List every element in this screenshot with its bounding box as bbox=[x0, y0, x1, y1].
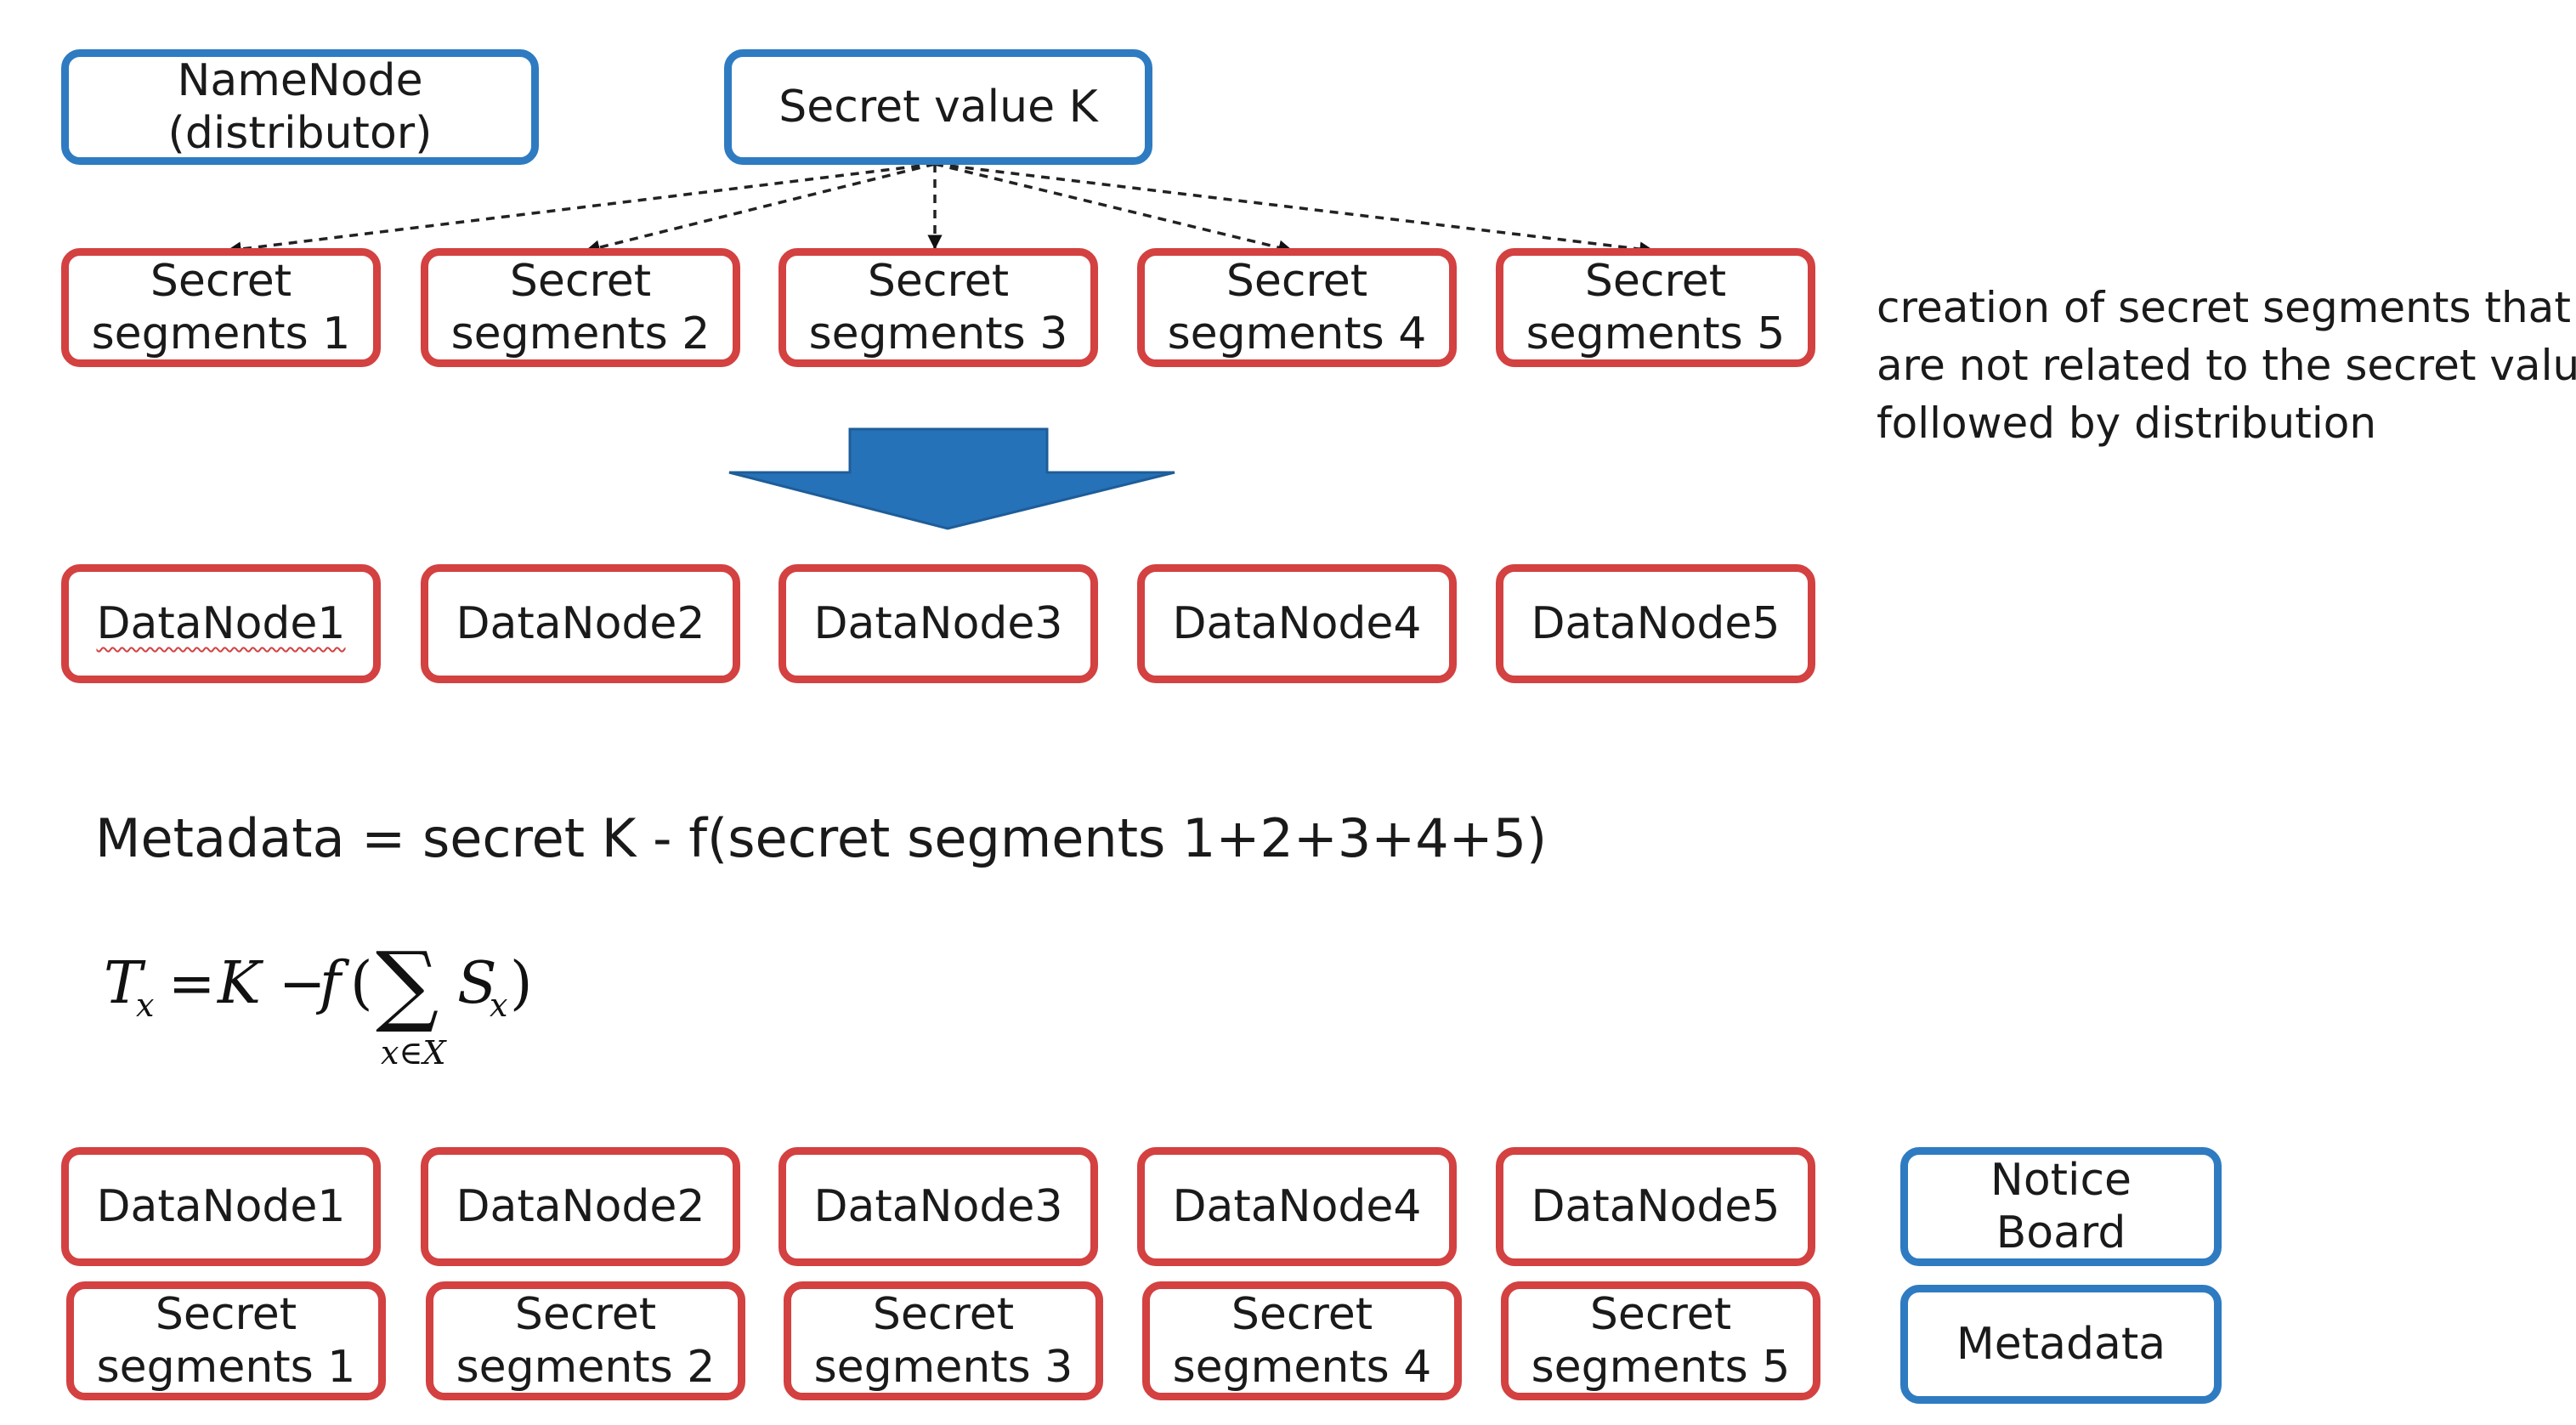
math-open-paren: ( bbox=[350, 950, 373, 1017]
segment-title: Secret bbox=[509, 256, 652, 307]
namenode-box: NameNode (distributor) bbox=[61, 49, 539, 165]
datanode-box: DataNode5 bbox=[1496, 1147, 1815, 1266]
datanode-label: DataNode4 bbox=[1172, 1181, 1422, 1232]
secret-value-label: Secret value K bbox=[778, 82, 1098, 133]
segment-title: Secret bbox=[867, 256, 1010, 307]
datanode-label: DataNode1 bbox=[96, 1181, 346, 1232]
metadata-label: Metadata bbox=[1956, 1319, 2166, 1370]
segment-title: Secret bbox=[1584, 256, 1727, 307]
segment-number: segments 5 bbox=[1531, 1342, 1791, 1393]
datanode-label: DataNode3 bbox=[813, 598, 1063, 649]
segment-number: segments 5 bbox=[1526, 308, 1786, 359]
datanode-label: DataNode1 bbox=[96, 598, 346, 649]
datanode-box: DataNode2 bbox=[421, 564, 740, 683]
datanode-box: DataNode1 bbox=[61, 564, 381, 683]
secret-segment-box: Secret segments 3 bbox=[778, 248, 1098, 367]
segment-number: segments 3 bbox=[813, 1342, 1073, 1393]
datanode-label: DataNode5 bbox=[1531, 1181, 1781, 1232]
datanode-box: DataNode2 bbox=[421, 1147, 740, 1266]
segment-number: segments 4 bbox=[1172, 1342, 1432, 1393]
dashed-arrow-to-segment-5 bbox=[934, 162, 1655, 257]
big-down-arrow bbox=[728, 427, 1175, 530]
secret-segment-box: Secret segments 5 bbox=[1501, 1281, 1820, 1400]
notice-board-box: Notice Board bbox=[1900, 1147, 2222, 1266]
namenode-sublabel: (distributor) bbox=[167, 108, 433, 159]
secret-segment-box: Secret segments 1 bbox=[61, 248, 381, 367]
secret-segment-box: Secret segments 2 bbox=[426, 1281, 745, 1400]
segment-title: Secret bbox=[150, 256, 292, 307]
segment-number: segments 3 bbox=[808, 308, 1068, 359]
segment-title: Secret bbox=[872, 1289, 1015, 1340]
segment-number: segments 1 bbox=[96, 1342, 356, 1393]
math-t: T bbox=[104, 950, 146, 1017]
dashed-arrow-to-segment-4 bbox=[934, 162, 1294, 255]
datanode-label: DataNode5 bbox=[1531, 598, 1781, 649]
math-k: K bbox=[216, 950, 264, 1017]
segment-title: Secret bbox=[1231, 1289, 1373, 1340]
note-line: creation of secret segments that bbox=[1877, 283, 2571, 332]
datanode-box: DataNode4 bbox=[1137, 564, 1457, 683]
datanode-box: DataNode3 bbox=[778, 1147, 1098, 1266]
datanode-label: DataNode2 bbox=[456, 598, 705, 649]
math-sum-range: x∈X bbox=[381, 1034, 448, 1072]
datanode-box: DataNode1 bbox=[61, 1147, 381, 1266]
datanode-label: DataNode3 bbox=[813, 1181, 1063, 1232]
math-t-subscript: x bbox=[136, 987, 154, 1024]
datanode-box: DataNode3 bbox=[778, 564, 1098, 683]
distribution-note: creation of secret segments that are not… bbox=[1877, 279, 2576, 452]
math-close-paren: ) bbox=[510, 950, 533, 1017]
segment-title: Secret bbox=[155, 1289, 297, 1340]
math-minus: − bbox=[279, 951, 326, 1016]
secret-segment-box: Secret segments 2 bbox=[421, 248, 740, 367]
secret-segment-box: Secret segments 4 bbox=[1142, 1281, 1462, 1400]
math-sigma: ∑ bbox=[376, 932, 439, 1036]
dashed-arrow-to-segment-1 bbox=[226, 162, 936, 257]
secret-segment-box: Secret segments 5 bbox=[1496, 248, 1815, 367]
segment-number: segments 4 bbox=[1167, 308, 1427, 359]
segment-title: Secret bbox=[1226, 256, 1368, 307]
math-s-subscript: x bbox=[490, 987, 507, 1024]
math-equals: = bbox=[168, 951, 215, 1016]
secret-value-box: Secret value K bbox=[724, 49, 1152, 165]
metadata-box: Metadata bbox=[1900, 1285, 2222, 1404]
datanode-label: DataNode4 bbox=[1172, 598, 1422, 649]
namenode-label: NameNode bbox=[177, 55, 423, 106]
segment-number: segments 2 bbox=[456, 1342, 716, 1393]
notice-board-sublabel: Board bbox=[1996, 1207, 2126, 1258]
datanode-box: DataNode4 bbox=[1137, 1147, 1457, 1266]
note-line: followed by distribution bbox=[1877, 399, 2377, 448]
math-f: f bbox=[315, 950, 350, 1017]
secret-segment-box: Secret segments 1 bbox=[66, 1281, 386, 1400]
secret-segment-box: Secret segments 4 bbox=[1137, 248, 1457, 367]
datanode-box: DataNode5 bbox=[1496, 564, 1815, 683]
metadata-formula: Metadata = secret K - f(secret segments … bbox=[95, 807, 1548, 869]
segment-title: Secret bbox=[1589, 1289, 1732, 1340]
math-s: S bbox=[457, 950, 497, 1017]
segment-number: segments 2 bbox=[450, 308, 711, 359]
segment-number: segments 1 bbox=[91, 308, 351, 359]
note-line: are not related to the secret value, bbox=[1877, 341, 2576, 390]
segment-title: Secret bbox=[514, 1289, 657, 1340]
datanode-label: DataNode2 bbox=[456, 1181, 705, 1232]
secret-segment-box: Secret segments 3 bbox=[784, 1281, 1103, 1400]
notice-board-label: Notice bbox=[1990, 1155, 2132, 1206]
